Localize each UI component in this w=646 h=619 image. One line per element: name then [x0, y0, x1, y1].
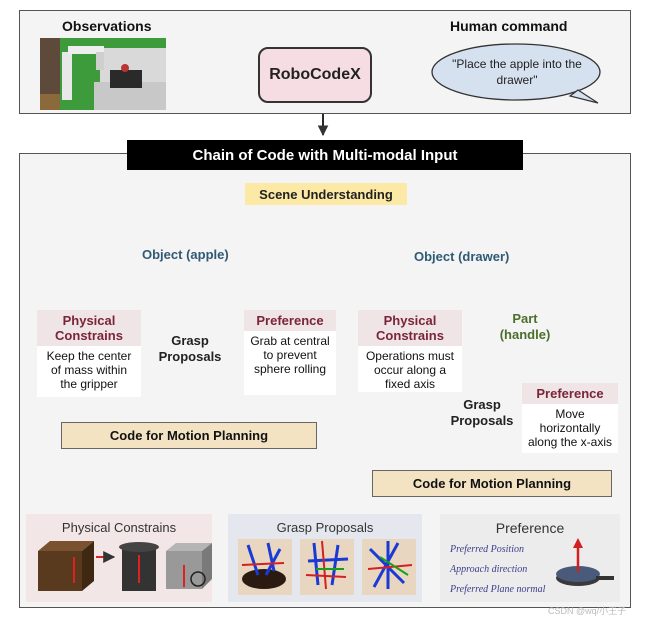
drawer-physical-title: Physical Constrains [358, 310, 462, 346]
apple-preference-card: Preference Grab at central to prevent sp… [244, 310, 336, 395]
observations-label: Observations [62, 18, 152, 34]
apple-physical-title: Physical Constrains [37, 310, 141, 346]
physical-constraints-example: Physical Constrains [26, 514, 212, 602]
chain-title: Chain of Code with Multi-modal Input [127, 140, 523, 170]
drawer-physical-body: Operations must occur along a fixed axis [365, 349, 455, 391]
apple-grasp-proposals: Grasp Proposals [158, 333, 222, 364]
physical-example-illustration [38, 541, 212, 591]
grasp-proposals-example: Grasp Proposals [228, 514, 422, 602]
drawer-code-box: Code for Motion Planning [372, 470, 612, 497]
command-text: "Place the apple into the drawer" [452, 57, 582, 87]
observation-photo [40, 38, 166, 110]
pref-item-normal: Preferred Plane normal [450, 584, 546, 595]
grasp-example-title: Grasp Proposals [276, 520, 374, 535]
apple-physical-body: Keep the center of mass within the gripp… [46, 349, 132, 391]
scene-understanding: Scene Understanding [245, 183, 407, 205]
physical-example-title: Physical Constrains [61, 520, 177, 535]
apple-preference-body: Grab at central to prevent sphere rollin… [250, 334, 330, 376]
robocodex-box: RoboCodeX [258, 47, 372, 103]
human-command-label: Human command [450, 18, 568, 34]
drawer-preference-card: Preference Move horizontally along the x… [522, 383, 618, 453]
object-drawer: Object (drawer) [414, 249, 510, 264]
pref-item-approach: Approach direction [450, 564, 528, 575]
drawer-grasp-proposals: Grasp Proposals [450, 397, 514, 428]
grasp-example-illustration [238, 539, 416, 595]
apple-physical-card: Physical Constrains Keep the center of m… [37, 310, 141, 397]
preference-illustration [556, 538, 614, 586]
preference-example-title: Preference [495, 520, 565, 536]
drawer-physical-card: Physical Constrains Operations must occu… [358, 310, 462, 392]
drawer-part-handle: Part (handle) [499, 311, 551, 342]
preference-example: Preference Preferred Position Approach d… [440, 514, 620, 602]
object-apple: Object (apple) [142, 247, 229, 262]
command-bubble-shape [431, 43, 601, 104]
drawer-preference-title: Preference [522, 383, 618, 404]
apple-code-box: Code for Motion Planning [61, 422, 317, 449]
pref-item-position: Preferred Position [450, 544, 524, 555]
apple-preference-title: Preference [244, 310, 336, 331]
drawer-preference-body: Move horizontally along the x-axis [527, 407, 613, 449]
watermark: CSDN @wq/小王子 [548, 606, 627, 616]
